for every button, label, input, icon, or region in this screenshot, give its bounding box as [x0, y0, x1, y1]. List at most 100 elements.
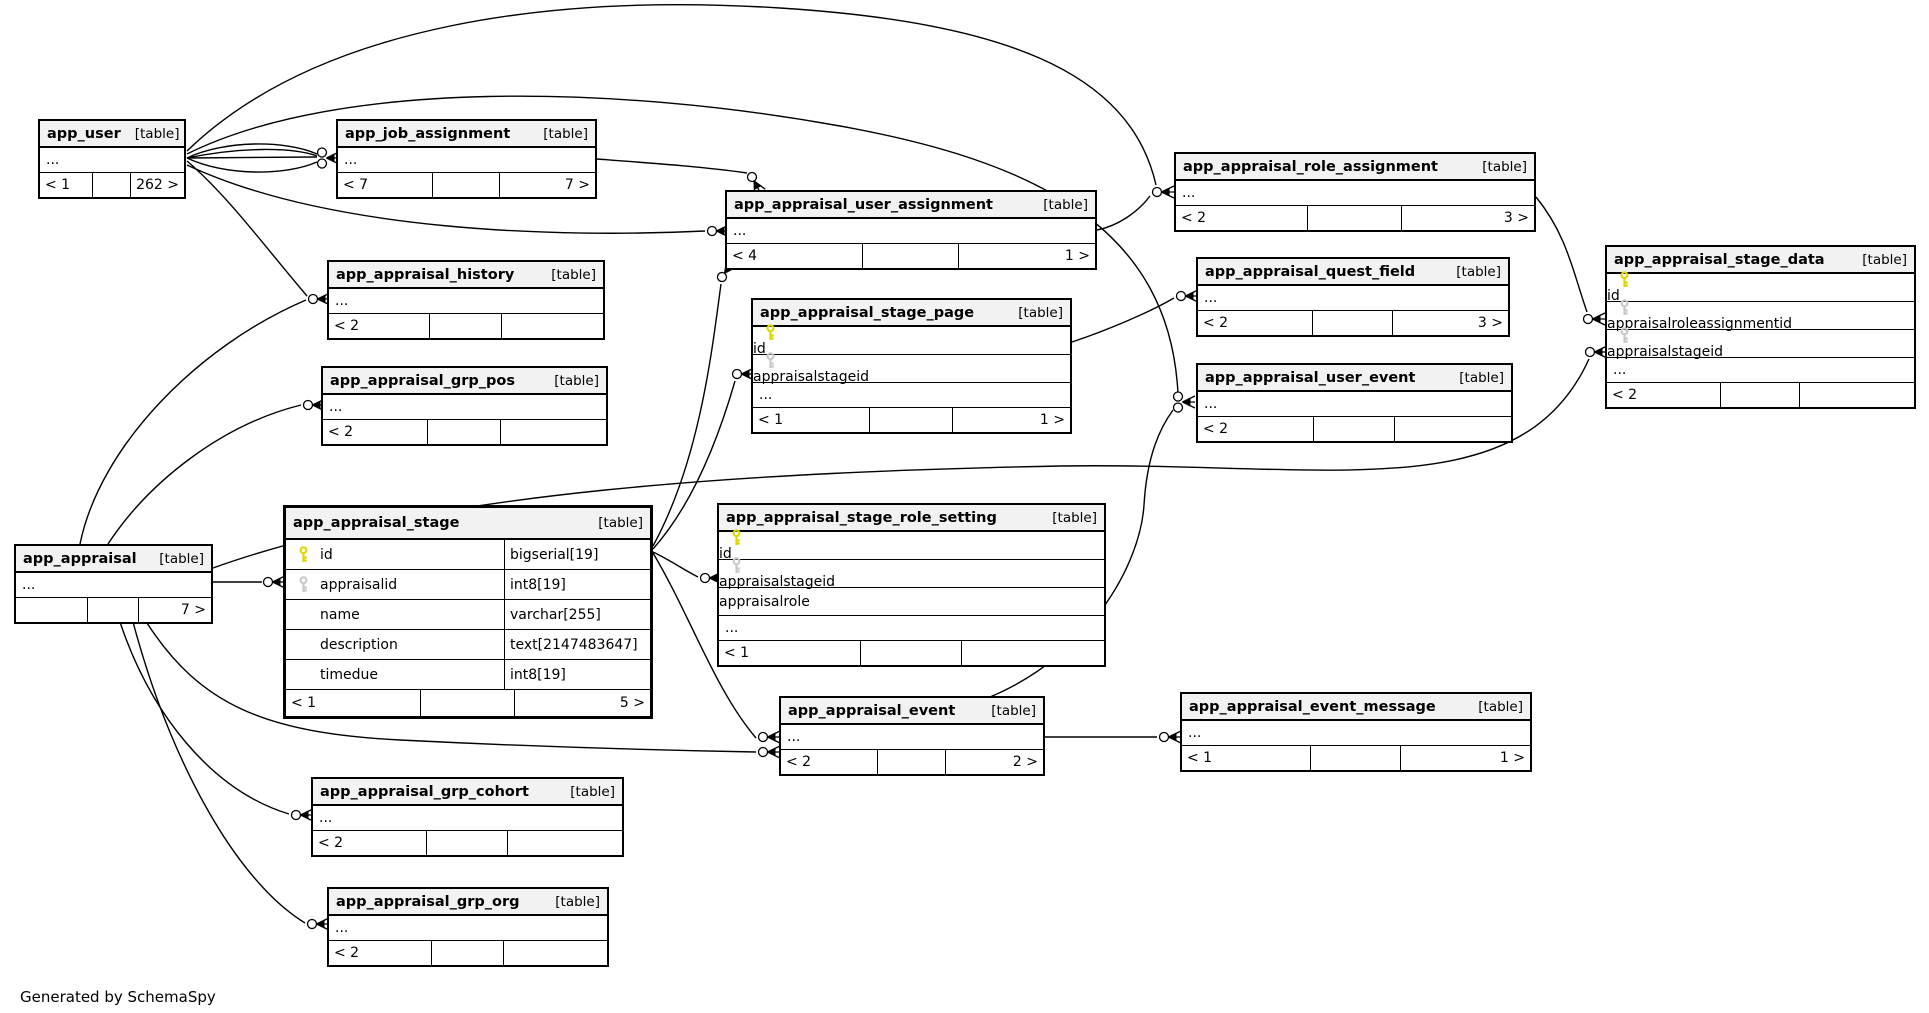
table-type-tag: [table] — [134, 125, 180, 142]
table-name: app_appraisal_stage — [293, 515, 460, 531]
field-row: appraisalstageid — [1607, 327, 1914, 360]
hidden-columns-ellipsis: ... — [1198, 392, 1511, 417]
table-app_appraisal_grp_cohort[interactable]: app_appraisal_grp_cohort[table]...< 2 — [311, 777, 624, 857]
hidden-columns-ellipsis: ... — [1176, 181, 1534, 206]
table-type-tag: [table] — [543, 125, 588, 142]
parent-count: < 2 — [313, 831, 428, 855]
table-app_appraisal_grp_org[interactable]: app_appraisal_grp_org[table]...< 2 — [327, 887, 609, 967]
table-app_appraisal_user_assignment[interactable]: app_appraisal_user_assignment[table]...<… — [725, 190, 1097, 270]
parent-count: < 1 — [719, 641, 862, 665]
table-header[interactable]: app_appraisal_event_message[table] — [1182, 694, 1530, 721]
hidden-columns-ellipsis: ... — [329, 289, 603, 314]
table-header[interactable]: app_appraisal[table] — [16, 546, 211, 573]
table-app_appraisal_grp_pos[interactable]: app_appraisal_grp_pos[table]...< 2 — [321, 366, 608, 446]
relationship-line — [186, 148, 318, 159]
parent-count: < 2 — [1198, 417, 1314, 441]
footer-spacer — [878, 750, 947, 774]
footer-spacer — [430, 314, 502, 338]
table-name: app_job_assignment — [345, 125, 511, 142]
table-header[interactable]: app_appraisal_quest_field[table] — [1198, 259, 1508, 286]
footer-spacer — [861, 641, 962, 665]
table-header[interactable]: app_appraisal_stage_data[table] — [1607, 247, 1914, 274]
table-type-tag: [table] — [991, 702, 1036, 719]
hidden-columns-ellipsis: ... — [323, 395, 606, 420]
table-header[interactable]: app_appraisal_stage_role_setting[table] — [719, 505, 1104, 532]
table-header[interactable]: app_appraisal_grp_org[table] — [329, 889, 607, 916]
child-count — [962, 641, 1104, 665]
table-header[interactable]: app_appraisal_history[table] — [329, 262, 603, 289]
generator-credit: Generated by SchemaSpy — [20, 988, 216, 1006]
field-row: id — [753, 324, 1070, 357]
parent-count: < 7 — [338, 173, 434, 197]
table-header[interactable]: app_appraisal_user_event[table] — [1198, 365, 1511, 392]
table-type-tag: [table] — [554, 372, 599, 389]
table-app_appraisal_user_event[interactable]: app_appraisal_user_event[table]...< 2 — [1196, 363, 1513, 443]
table-app_appraisal_event_message[interactable]: app_appraisal_event_message[table]...< 1… — [1180, 692, 1532, 772]
relationship-line — [1096, 195, 1151, 231]
footer-spacer — [863, 244, 959, 268]
relationship-line — [186, 156, 318, 159]
child-count — [502, 314, 603, 338]
child-count — [1800, 383, 1914, 407]
table-header[interactable]: app_appraisal_stage[table] — [286, 508, 650, 540]
table-app_appraisal[interactable]: app_appraisal[table]...7 > — [14, 544, 213, 624]
table-header[interactable]: app_appraisal_role_assignment [table] — [1176, 154, 1534, 181]
table-header[interactable]: app_user[table] — [40, 121, 184, 148]
table-header[interactable]: app_job_assignment [table] — [338, 121, 595, 148]
field-name: id — [320, 546, 333, 563]
field-name-cell: appraisalstageid — [753, 352, 869, 385]
table-app_appraisal_stage_data[interactable]: app_appraisal_stage_data[table]id apprais… — [1605, 245, 1916, 409]
table-app_appraisal_role_assignment[interactable]: app_appraisal_role_assignment[table]...<… — [1174, 152, 1536, 232]
relationship-line — [652, 551, 699, 578]
table-header[interactable]: app_appraisal_stage_page[table] — [753, 300, 1070, 327]
field-type: varchar[255] — [504, 600, 650, 629]
table-header[interactable]: app_appraisal_grp_cohort[table] — [313, 779, 622, 806]
child-count: 1 > — [1499, 750, 1525, 766]
table-footer: < 2 — [1198, 417, 1511, 441]
table-header[interactable]: app_appraisal_user_assignment[table] — [727, 192, 1095, 219]
hidden-columns-ellipsis: ... — [1198, 286, 1508, 311]
parent-count: < 2 — [329, 941, 432, 965]
table-footer: < 1 — [719, 641, 1104, 665]
table-header[interactable]: app_appraisal_grp_pos[table] — [323, 368, 606, 395]
table-app_appraisal_stage_role_setting[interactable]: app_appraisal_stage_role_setting[table]i… — [717, 503, 1106, 667]
field-row: id — [1607, 271, 1914, 304]
footer-spacer — [1314, 417, 1396, 441]
hidden-columns-ellipsis: ... — [1182, 721, 1530, 746]
table-type-tag: [table] — [551, 266, 596, 283]
parent-count: < 2 — [781, 750, 878, 774]
footer-spacer — [870, 408, 953, 432]
parent-count: < 1 — [1182, 746, 1311, 770]
crowfoot-connector-icon — [290, 808, 314, 822]
table-type-tag: [table] — [1043, 196, 1088, 213]
footer-spacer — [421, 690, 516, 716]
foreign-key-icon — [1607, 327, 1641, 344]
field-type: int8[19] — [504, 570, 650, 599]
table-type-tag: [table] — [1482, 158, 1527, 175]
crowfoot-connector-icon — [1175, 289, 1199, 303]
child-count: 5 > — [619, 695, 645, 711]
table-footer: < 2 — [323, 420, 606, 444]
parent-count: < 2 — [1198, 311, 1313, 335]
table-name: app_appraisal_role_assignment — [1183, 158, 1438, 175]
table-header[interactable]: app_appraisal_event[table] — [781, 698, 1043, 725]
relationship-line — [652, 283, 722, 547]
table-app_appraisal_history[interactable]: app_appraisal_history[table]...< 2 — [327, 260, 605, 340]
hidden-columns-ellipsis: ... — [727, 219, 1095, 244]
footer-spacer — [433, 173, 500, 197]
table-name: app_appraisal_stage_data — [1614, 251, 1825, 268]
field-name-cell: timedue — [286, 660, 504, 689]
child-count: 3 > — [1503, 210, 1529, 226]
field-name: id — [719, 546, 732, 562]
